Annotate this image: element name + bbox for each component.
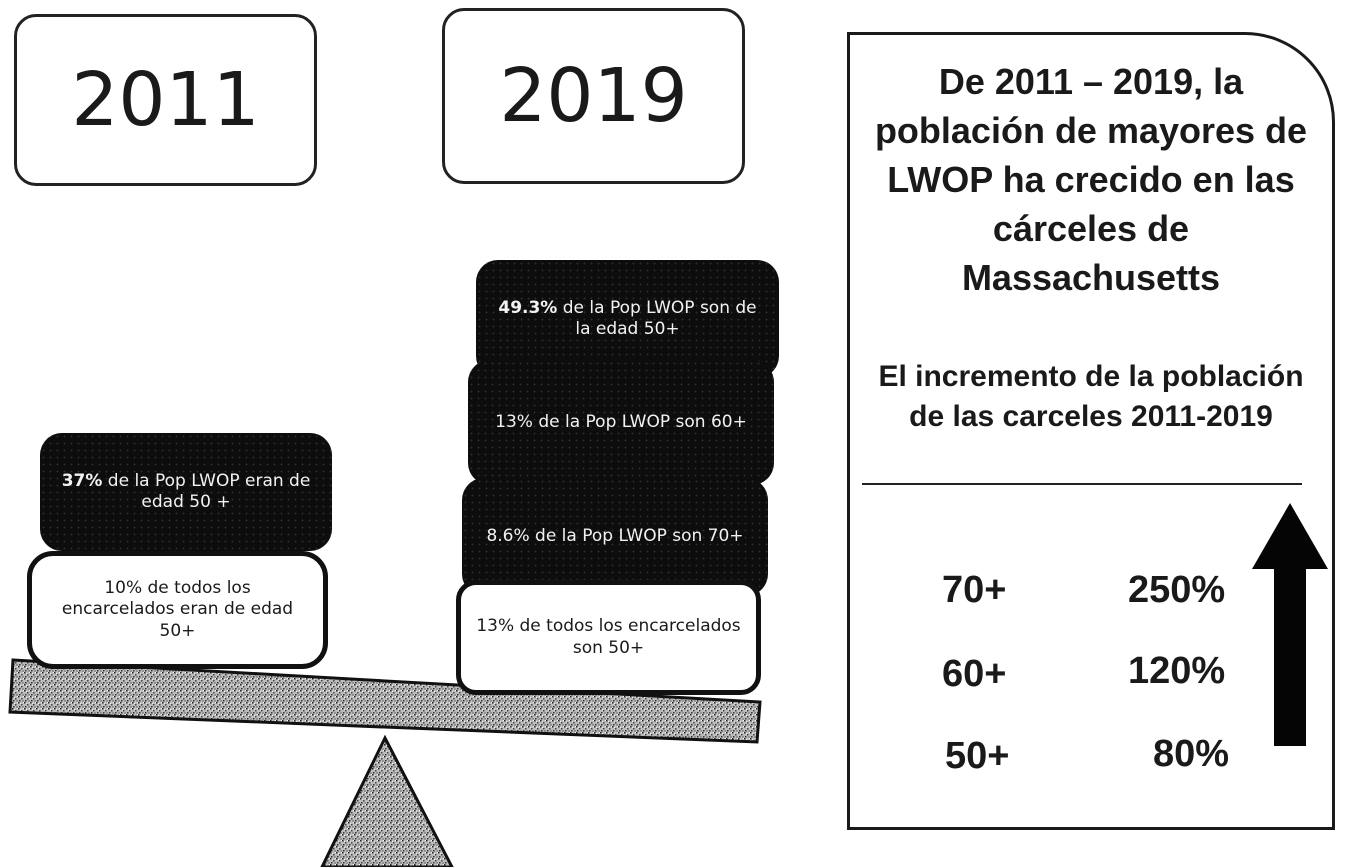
stat-block-2011-lwop-50: 37% de la Pop LWOP eran de edad 50 +: [40, 433, 332, 551]
stat-2011-lwop-50-bold: 37%: [61, 470, 103, 491]
stat-2011-all-50-text: 10% de todos los encarcelados eran de ed…: [61, 578, 294, 641]
year-2019-label: 2019: [499, 53, 688, 139]
increase-70-value: 250%: [1128, 569, 1226, 611]
seesaw-fulcrum: [320, 734, 454, 867]
year-2019-box: 2019: [442, 8, 745, 184]
stat-2019-all-50-text: 13% de todos los encarcelados son 50+: [476, 616, 741, 658]
stat-2019-lwop-50-text: de la Pop LWOP son de la edad 50+: [557, 297, 757, 339]
age-70-label: 70+: [942, 569, 1007, 611]
up-arrow-icon: [1252, 503, 1328, 746]
stat-2019-lwop-50-bold: 49.3%: [498, 297, 558, 318]
stat-2019-lwop-70-text: 8.6% de la Pop LWOP son 70+: [486, 526, 744, 547]
panel-subheading: El incremento de la población de las car…: [878, 360, 1304, 433]
year-2011-box: 2011: [14, 14, 317, 186]
age-50-label: 50+: [945, 735, 1010, 777]
stat-block-2019-all-50: 13% de todos los encarcelados son 50+: [456, 580, 761, 695]
panel-divider: [862, 483, 1302, 485]
panel-heading: De 2011 – 2019, la población de mayores …: [874, 61, 1308, 298]
stat-block-2019-lwop-70: 8.6% de la Pop LWOP son 70+: [462, 478, 768, 596]
increase-60-value: 120%: [1128, 650, 1226, 692]
age-60-label: 60+: [942, 653, 1007, 695]
increase-50-value: 80%: [1153, 733, 1230, 775]
stat-block-2019-lwop-60: 13% de la Pop LWOP son 60+: [468, 360, 774, 485]
stat-2011-lwop-50-text: de la Pop LWOP eran de edad 50 +: [102, 470, 311, 512]
year-2011-label: 2011: [71, 57, 260, 143]
growth-summary-panel: De 2011 – 2019, la población de mayores …: [847, 32, 1335, 830]
stat-block-2011-all-50: 10% de todos los encarcelados eran de ed…: [27, 551, 328, 669]
stat-2019-lwop-60-text: 13% de la Pop LWOP son 60+: [495, 411, 747, 432]
stat-block-2019-lwop-50: 49.3% de la Pop LWOP son de la edad 50+: [476, 260, 779, 378]
